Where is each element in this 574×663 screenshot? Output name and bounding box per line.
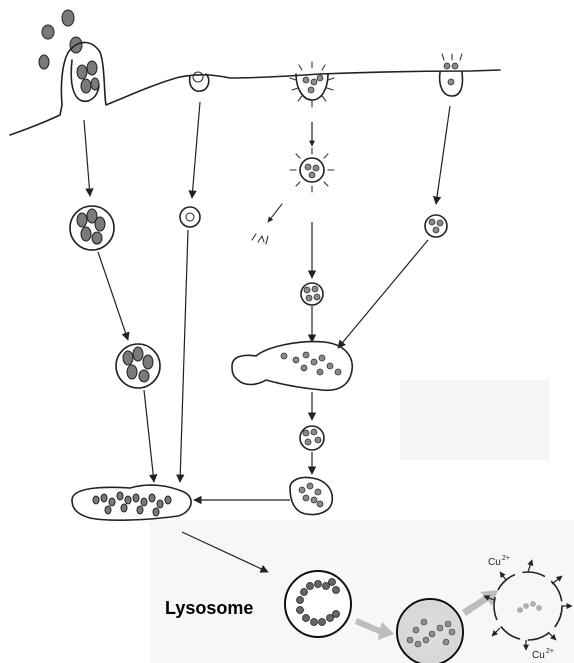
extracellular-particles [39,10,82,69]
shed-coat [252,204,282,244]
pathway-macropinocytosis [70,120,160,482]
early-endosome-vesicle [301,283,323,305]
lysosome-compartment [72,485,191,520]
vesicle-small [180,207,200,227]
pathway-2 [180,102,200,482]
late-endosome-vesicle [300,426,324,450]
svg-text:2+: 2+ [546,648,554,655]
coated-vesicle [290,148,334,192]
lysosome-label: Lysosome [165,598,253,618]
pathway-clathrin [194,122,352,515]
macropinosome-2 [116,344,160,388]
pathway-4 [338,106,450,348]
macropinosome-1 [70,206,114,250]
multivesicular-body [290,477,332,514]
pit-4 [440,54,463,96]
clathrin-coated-pit [290,62,334,107]
svg-text:Cu: Cu [488,557,501,568]
svg-text:Cu: Cu [532,650,545,661]
sorting-endosome [232,342,352,391]
svg-text:2+: 2+ [502,555,510,562]
caveosome [425,215,447,237]
lysosome-degrading [397,599,463,663]
lysosome-intact [285,571,351,637]
macropinocytosis-entry [71,60,99,101]
